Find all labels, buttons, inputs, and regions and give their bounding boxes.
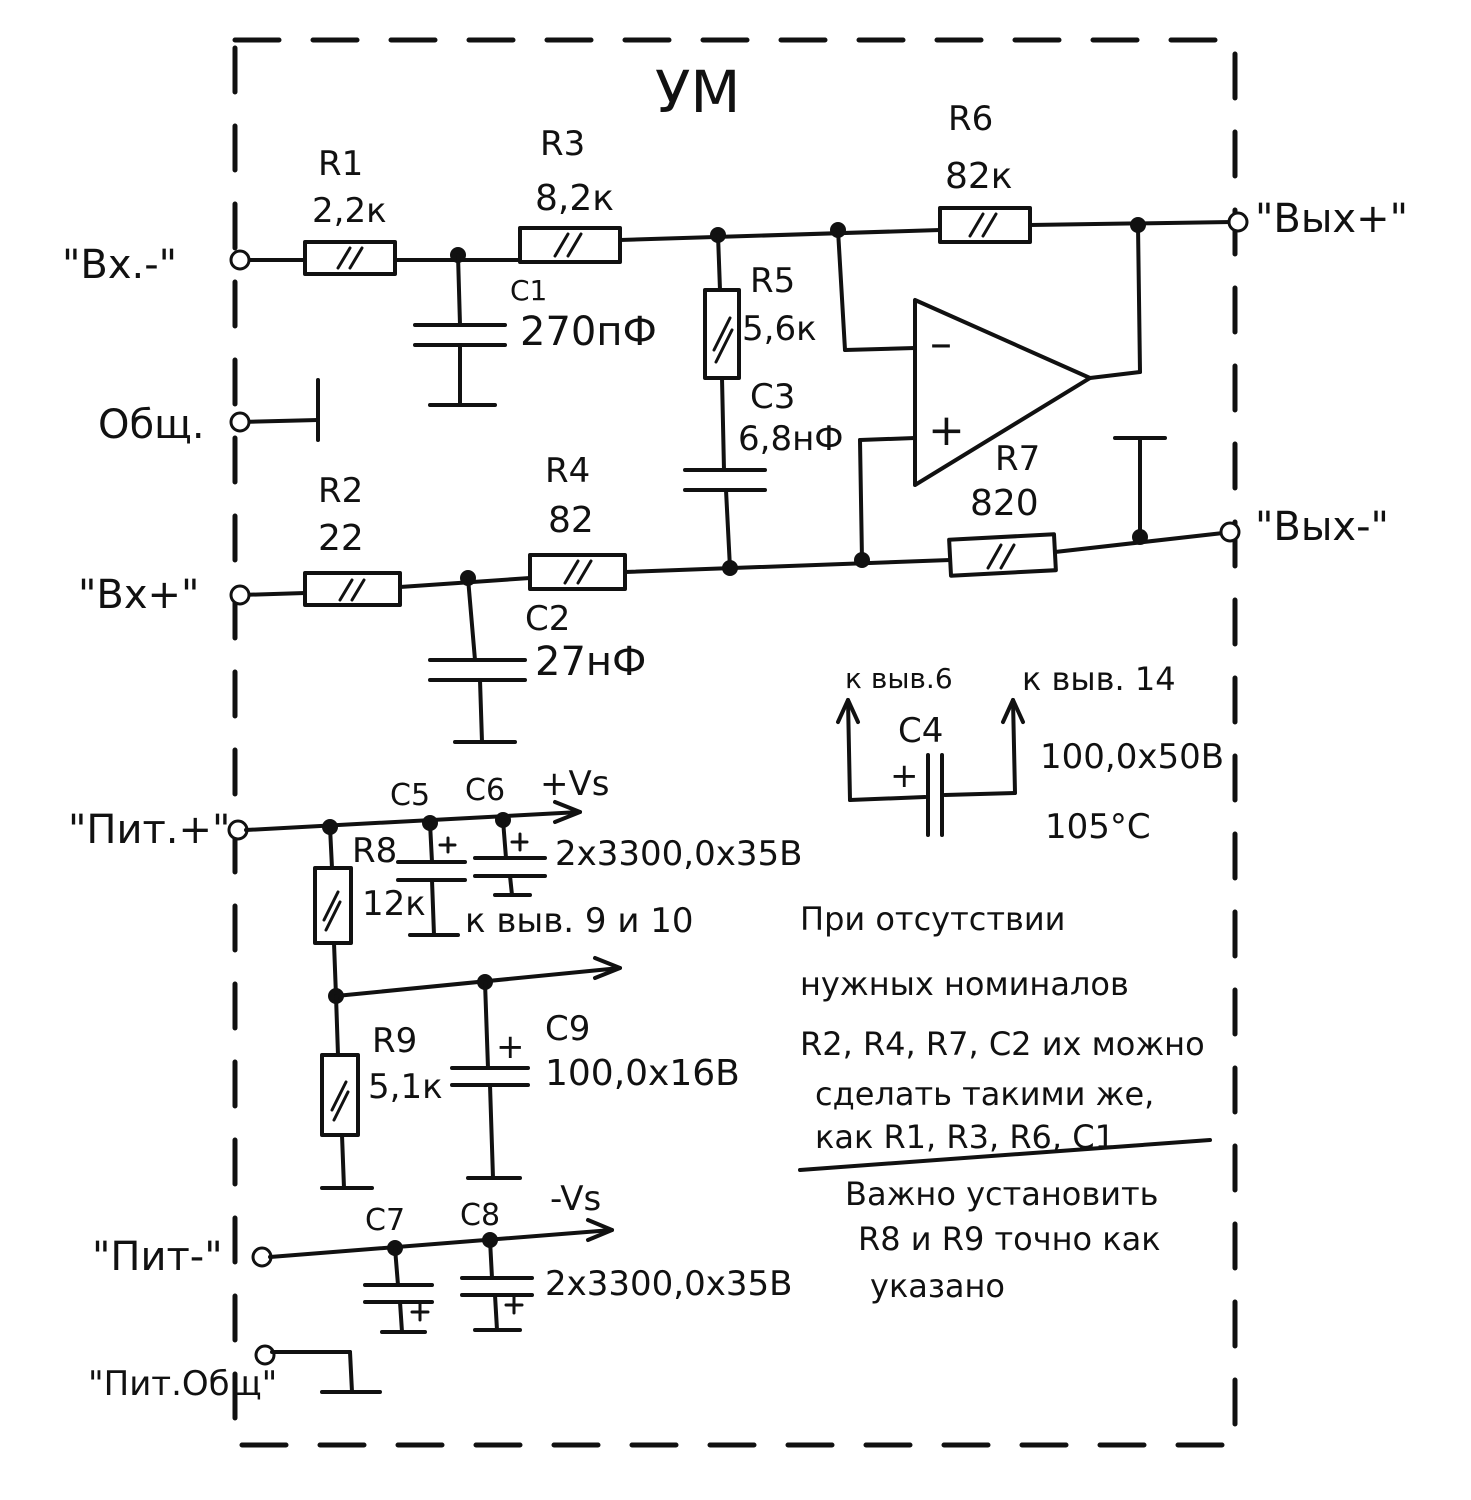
note2-line: указано	[870, 1267, 1005, 1305]
r4-name: R4	[545, 451, 590, 491]
label-in-minus: "Вх.-"	[62, 242, 177, 288]
opamp-minus: –	[930, 318, 952, 369]
c4-plus: +	[890, 756, 919, 796]
resistor-r6	[938, 206, 1032, 244]
r8-name: R8	[352, 831, 397, 871]
note-block-1: При отсутствии нужных номиналов R2, R4, …	[800, 900, 1205, 1156]
opamp	[913, 298, 1092, 487]
mid-rail	[334, 956, 622, 998]
vs-plus-label: +Vs	[540, 764, 609, 804]
note-divider	[798, 1138, 1212, 1172]
label-pwr-common: "Пит.Общ"	[88, 1364, 277, 1404]
resistor-r8	[313, 825, 353, 998]
resistor-r3	[518, 226, 622, 264]
pwr-common-line	[270, 1350, 382, 1394]
capacitor-c2	[428, 576, 527, 744]
pin-9-10-label: к выв. 9 и 10	[465, 901, 694, 941]
terminal-in-plus[interactable]	[229, 584, 251, 606]
r9-value: 5,1к	[368, 1067, 443, 1107]
capacitor-c8	[460, 1238, 534, 1332]
r1-value: 2,2к	[312, 191, 387, 231]
c9-name: C9	[545, 1009, 590, 1049]
vs-plus-rail	[244, 800, 582, 832]
resistor-r1	[303, 240, 397, 276]
c4-temp: 105°C	[1045, 807, 1151, 847]
label-out-minus: "Вых-"	[1255, 504, 1389, 550]
r8-value: 12к	[362, 884, 426, 924]
resistor-r7	[947, 532, 1058, 578]
opamp-wiring	[836, 223, 1167, 562]
c8-name: C8	[460, 1198, 500, 1233]
pin-14-label: к выв. 14	[1022, 660, 1176, 698]
c1-value: 270пФ	[520, 309, 657, 355]
capacitor-c4	[836, 698, 1025, 837]
label-common: Общ.	[98, 402, 205, 448]
note1-line: сделать такими же,	[815, 1075, 1154, 1113]
pin-6-label: к выв.6	[845, 662, 953, 695]
r9-name: R9	[372, 1021, 417, 1061]
label-out-plus: "Вых+"	[1255, 196, 1408, 242]
r4-value: 82	[548, 500, 594, 541]
common-line	[238, 378, 320, 442]
c1-name: C1	[510, 274, 547, 307]
note-block-2: Важно установить R8 и R9 точно как указа…	[845, 1175, 1161, 1305]
r7-value: 820	[970, 483, 1039, 524]
opamp-plus: +	[928, 405, 965, 456]
r5-value: 5,6к	[742, 309, 817, 349]
r2-value: 22	[318, 518, 364, 559]
c2-name: C2	[525, 599, 570, 639]
label-in-plus: "Вх+"	[78, 572, 199, 618]
c7-name: C7	[365, 1203, 405, 1238]
resistor-r9	[320, 994, 374, 1190]
c3-value: 6,8нФ	[738, 419, 844, 459]
capacitor-c1	[413, 253, 507, 407]
r3-value: 8,2к	[535, 178, 614, 219]
c4-value: 100,0х50В	[1040, 737, 1224, 777]
note1-line: При отсутствии	[800, 900, 1065, 938]
r7-name: R7	[995, 439, 1040, 479]
r5-name: R5	[750, 261, 795, 301]
c9-plus: +	[496, 1027, 525, 1067]
terminal-in-minus[interactable]	[229, 249, 251, 271]
module-title: УМ	[655, 58, 740, 126]
capacitor-c3	[683, 468, 767, 570]
label-pwr-minus: "Пит-"	[92, 1234, 223, 1280]
node-out-plus	[1130, 217, 1146, 233]
c9-value: 100,0х16В	[545, 1053, 740, 1094]
resistor-r4	[528, 553, 627, 591]
terminal-common[interactable]	[229, 411, 251, 433]
c2-value: 27нФ	[535, 639, 646, 685]
note2-line: Важно установить	[845, 1175, 1159, 1213]
node-in-plus-opamp	[854, 552, 870, 568]
vs-minus-label: -Vs	[550, 1179, 601, 1219]
c7c8-value: 2х3300,0х35В	[545, 1264, 792, 1304]
terminal-out-minus[interactable]	[1219, 521, 1241, 543]
c3-name: C3	[750, 377, 795, 417]
terminal-pwr-common[interactable]	[254, 1344, 276, 1366]
module-boundary	[232, 37, 1238, 1448]
capacitor-c5	[396, 821, 467, 937]
c5-name: C5	[390, 778, 430, 813]
resistor-r5	[703, 233, 741, 472]
c5c6-value: 2х3300,0х35В	[555, 834, 802, 874]
r3-name: R3	[540, 124, 585, 164]
terminal-out-plus[interactable]	[1227, 211, 1249, 233]
note1-line: нужных номиналов	[800, 965, 1129, 1003]
note2-line: R8 и R9 точно как	[858, 1220, 1161, 1258]
r6-value: 82к	[945, 156, 1013, 197]
r6-name: R6	[948, 99, 993, 139]
c4-name: C4	[898, 711, 943, 751]
c6-name: C6	[465, 773, 505, 808]
note1-line: R2, R4, R7, C2 их можно	[800, 1025, 1205, 1063]
capacitor-c7	[363, 1246, 434, 1334]
capacitor-c6	[473, 818, 547, 897]
r2-name: R2	[318, 471, 363, 511]
capacitor-c9	[450, 980, 530, 1180]
vs-minus-rail	[268, 1218, 614, 1259]
node-out-minus	[1132, 529, 1148, 545]
r1-name: R1	[318, 144, 363, 184]
resistor-r2	[303, 571, 402, 607]
label-pwr-plus: "Пит.+"	[68, 807, 230, 853]
